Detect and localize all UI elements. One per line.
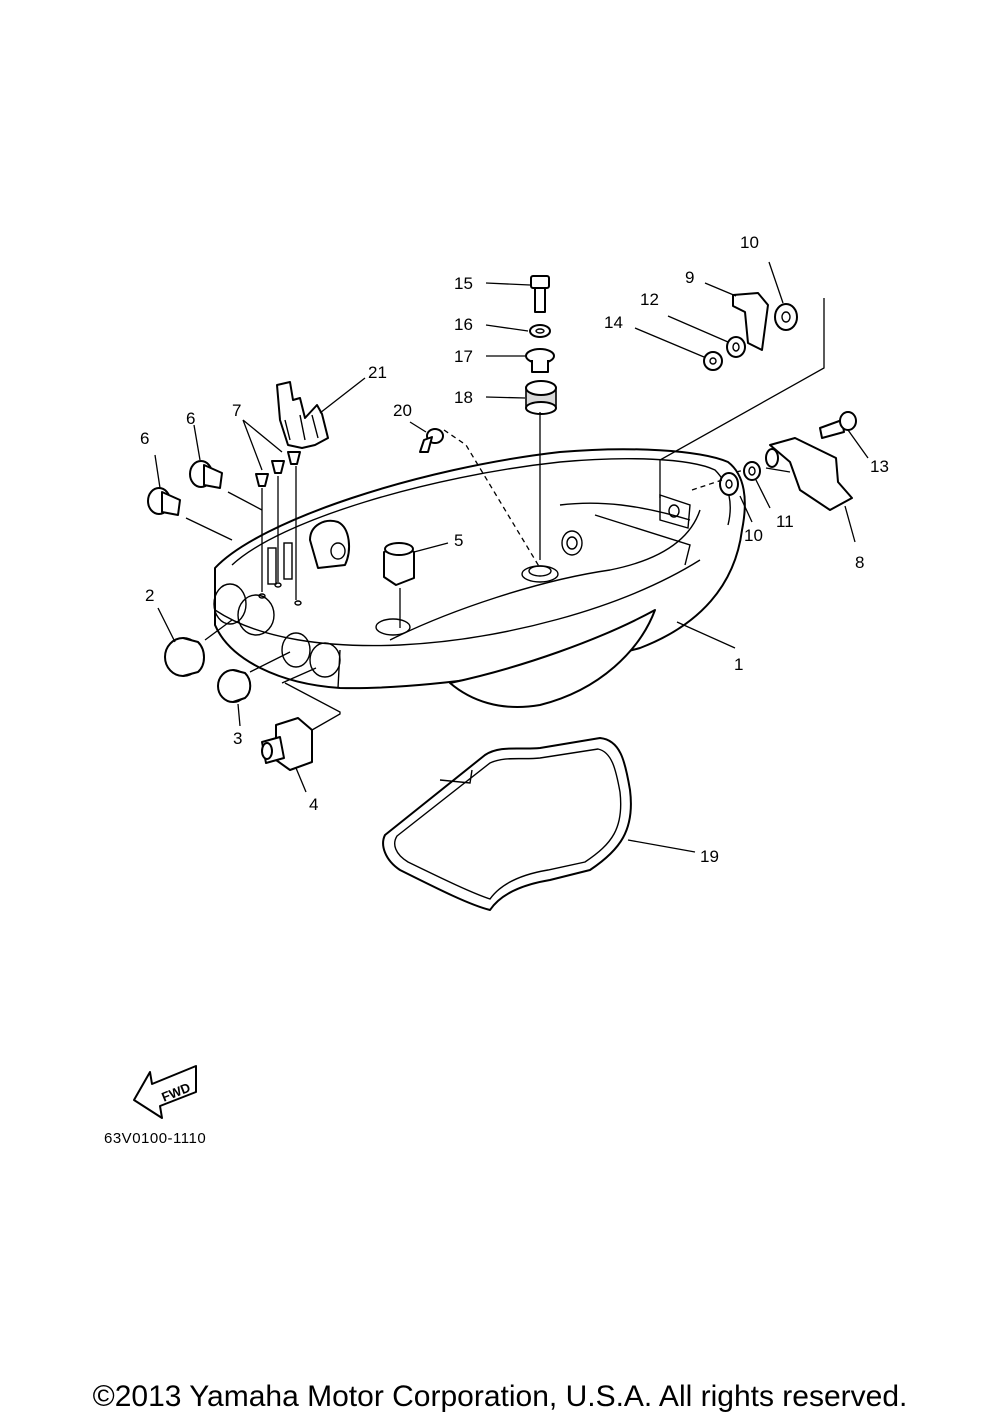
label-part-16: 16 — [454, 315, 473, 334]
label-part-2: 2 — [145, 586, 154, 605]
copyright-notice: ©2013 Yamaha Motor Corporation, U.S.A. A… — [92, 1380, 908, 1413]
label-part-3: 3 — [233, 729, 242, 748]
clamp-part-21 — [276, 381, 329, 449]
fwd-arrow-icon: FWD — [133, 1065, 197, 1119]
label-part-10a: 10 — [740, 233, 759, 252]
bracket-part-8 — [765, 437, 853, 511]
clip-part-7 — [255, 451, 301, 487]
label-part-18: 18 — [454, 388, 473, 407]
leader-lines — [154, 261, 869, 853]
bracket-part-9 — [732, 292, 769, 351]
bottom-cowling — [213, 448, 746, 709]
part-number-labels: 1 2 3 4 5 6 6 7 8 9 10 10 11 12 13 14 15… — [140, 233, 889, 866]
nut-part-10b — [719, 472, 739, 496]
label-part-7: 7 — [232, 401, 241, 420]
plug-part-3 — [217, 669, 252, 703]
grommet-part-6b — [189, 460, 223, 489]
holder-part-5 — [383, 542, 415, 586]
label-part-9: 9 — [685, 268, 694, 287]
collar-part-17 — [525, 348, 555, 373]
label-part-8: 8 — [855, 553, 864, 572]
label-part-15: 15 — [454, 274, 473, 293]
label-part-12: 12 — [640, 290, 659, 309]
label-part-4: 4 — [309, 795, 318, 814]
label-part-11: 11 — [776, 512, 794, 531]
grommet-part-4 — [261, 717, 313, 771]
label-part-5: 5 — [454, 531, 463, 550]
label-part-10b: 10 — [744, 526, 763, 545]
label-part-6a: 6 — [140, 429, 149, 448]
label-part-13: 13 — [870, 457, 889, 476]
label-part-6b: 6 — [186, 409, 195, 428]
bolt-part-15 — [530, 275, 550, 313]
washer-part-11 — [743, 461, 761, 481]
label-part-1: 1 — [734, 655, 743, 674]
washer-part-12 — [726, 336, 746, 358]
label-part-14: 14 — [604, 313, 623, 332]
plug-part-2 — [164, 637, 205, 677]
label-part-21: 21 — [368, 363, 387, 382]
washer-part-16 — [529, 324, 551, 338]
grommet-part-6a — [147, 487, 181, 516]
label-part-17: 17 — [454, 347, 473, 366]
bolt-part-13 — [819, 411, 857, 439]
nut-part-10a — [774, 303, 798, 331]
label-part-20: 20 — [393, 401, 412, 420]
grommet-part-18 — [525, 380, 557, 415]
diagram-code: 63V0100-1110 — [104, 1130, 207, 1147]
nut-part-14 — [703, 351, 723, 371]
seal-part-19 — [382, 737, 632, 911]
label-part-19: 19 — [700, 847, 719, 866]
clip-part-20 — [419, 428, 444, 453]
